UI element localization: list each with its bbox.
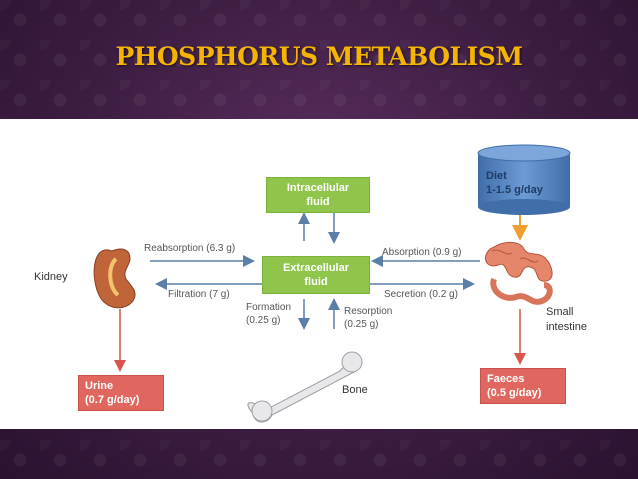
bone-label: Bone	[342, 384, 368, 396]
extracellular-line-2: fluid	[304, 276, 328, 288]
faeces-line-1: Faeces	[487, 373, 525, 385]
urine-box: Urine (0.7 g/day)	[78, 375, 164, 411]
resorption-line-2: (0.25 g)	[344, 319, 379, 330]
small-intestine-label: Small intestine	[546, 305, 587, 335]
urine-line-1: Urine	[85, 380, 114, 392]
faeces-box: Faeces (0.5 g/day)	[480, 368, 566, 404]
small-intestine-icon	[485, 241, 553, 305]
reabsorption-label: Reabsorption (6.3 g)	[144, 243, 236, 254]
formation-label: Formation (0.25 g)	[246, 301, 291, 327]
intracellular-line-2: fluid	[306, 196, 330, 208]
diet-line-2: 1-1.5 g/day	[486, 184, 543, 196]
formation-line-2: (0.25 g)	[246, 315, 281, 326]
diagram-graphics	[93, 144, 571, 423]
intracellular-fluid-box: Intracellular fluid	[266, 177, 370, 213]
resorption-label: Resorption (0.25 g)	[344, 305, 392, 331]
extracellular-fluid-box: Extracellular fluid	[262, 256, 370, 294]
slide-title: PHOSPHORUS METABOLISM	[115, 42, 523, 71]
kidney-icon	[93, 248, 136, 309]
absorption-label: Absorption (0.9 g)	[382, 247, 462, 258]
filtration-label: Filtration (7 g)	[168, 289, 230, 300]
bone-icon	[247, 351, 363, 423]
diet-label: Diet 1-1.5 g/day	[486, 169, 543, 197]
extracellular-line-1: Extracellular	[282, 262, 350, 274]
urine-line-2: (0.7 g/day)	[85, 394, 140, 406]
diet-line-1: Diet	[486, 170, 507, 182]
intracellular-line-1: Intracellular	[286, 182, 350, 194]
small-intestine-line-1: Small	[546, 306, 574, 318]
faeces-line-2: (0.5 g/day)	[487, 387, 542, 399]
formation-line-1: Formation	[246, 302, 292, 313]
resorption-line-1: Resorption	[344, 306, 393, 317]
diet-container-icon	[477, 144, 571, 215]
kidney-label: Kidney	[34, 271, 68, 283]
diagram-panel: Intracellular fluid Extracellular fluid …	[0, 119, 638, 429]
secretion-label: Secretion (0.2 g)	[384, 289, 458, 300]
small-intestine-line-2: intestine	[546, 321, 587, 333]
